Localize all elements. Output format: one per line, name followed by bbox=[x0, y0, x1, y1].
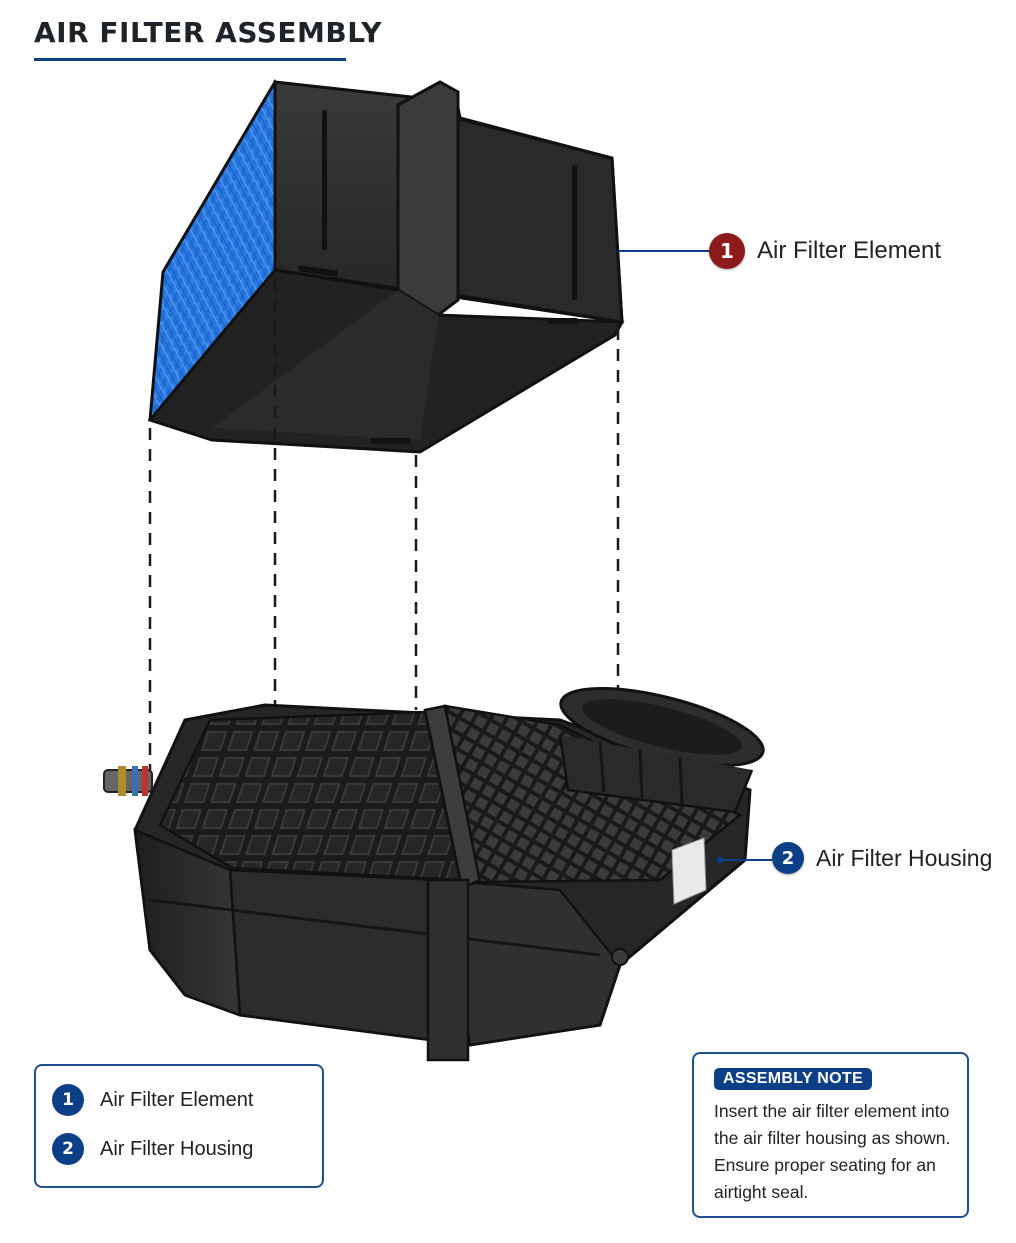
legend-item: 2 Air Filter Housing bbox=[52, 1133, 253, 1165]
legend-badge-1: 1 bbox=[52, 1084, 84, 1116]
callout-air-filter-element: 1 Air Filter Element bbox=[709, 233, 941, 269]
legend-box: 1 Air Filter Element 2 Air Filter Housin… bbox=[34, 1064, 324, 1188]
legend-label-1: Air Filter Element bbox=[100, 1089, 253, 1112]
air-filter-housing-illustration bbox=[104, 673, 770, 1060]
legend-item: 1 Air Filter Element bbox=[52, 1084, 253, 1116]
legend-badge-2: 2 bbox=[52, 1133, 84, 1165]
callout-badge-1: 1 bbox=[709, 233, 745, 269]
callout-label-1: Air Filter Element bbox=[757, 237, 941, 265]
callout-label-2: Air Filter Housing bbox=[816, 845, 992, 872]
assembly-note-box: ASSEMBLY NOTE Insert the air filter elem… bbox=[692, 1052, 969, 1218]
callout-air-filter-housing: 2 Air Filter Housing bbox=[772, 842, 992, 874]
assembly-note-text: Insert the air filter element into the a… bbox=[714, 1098, 964, 1206]
assembly-note-heading: ASSEMBLY NOTE bbox=[714, 1068, 872, 1090]
air-filter-element-illustration bbox=[150, 82, 622, 452]
legend-label-2: Air Filter Housing bbox=[100, 1138, 253, 1161]
callout-badge-2: 2 bbox=[772, 842, 804, 874]
